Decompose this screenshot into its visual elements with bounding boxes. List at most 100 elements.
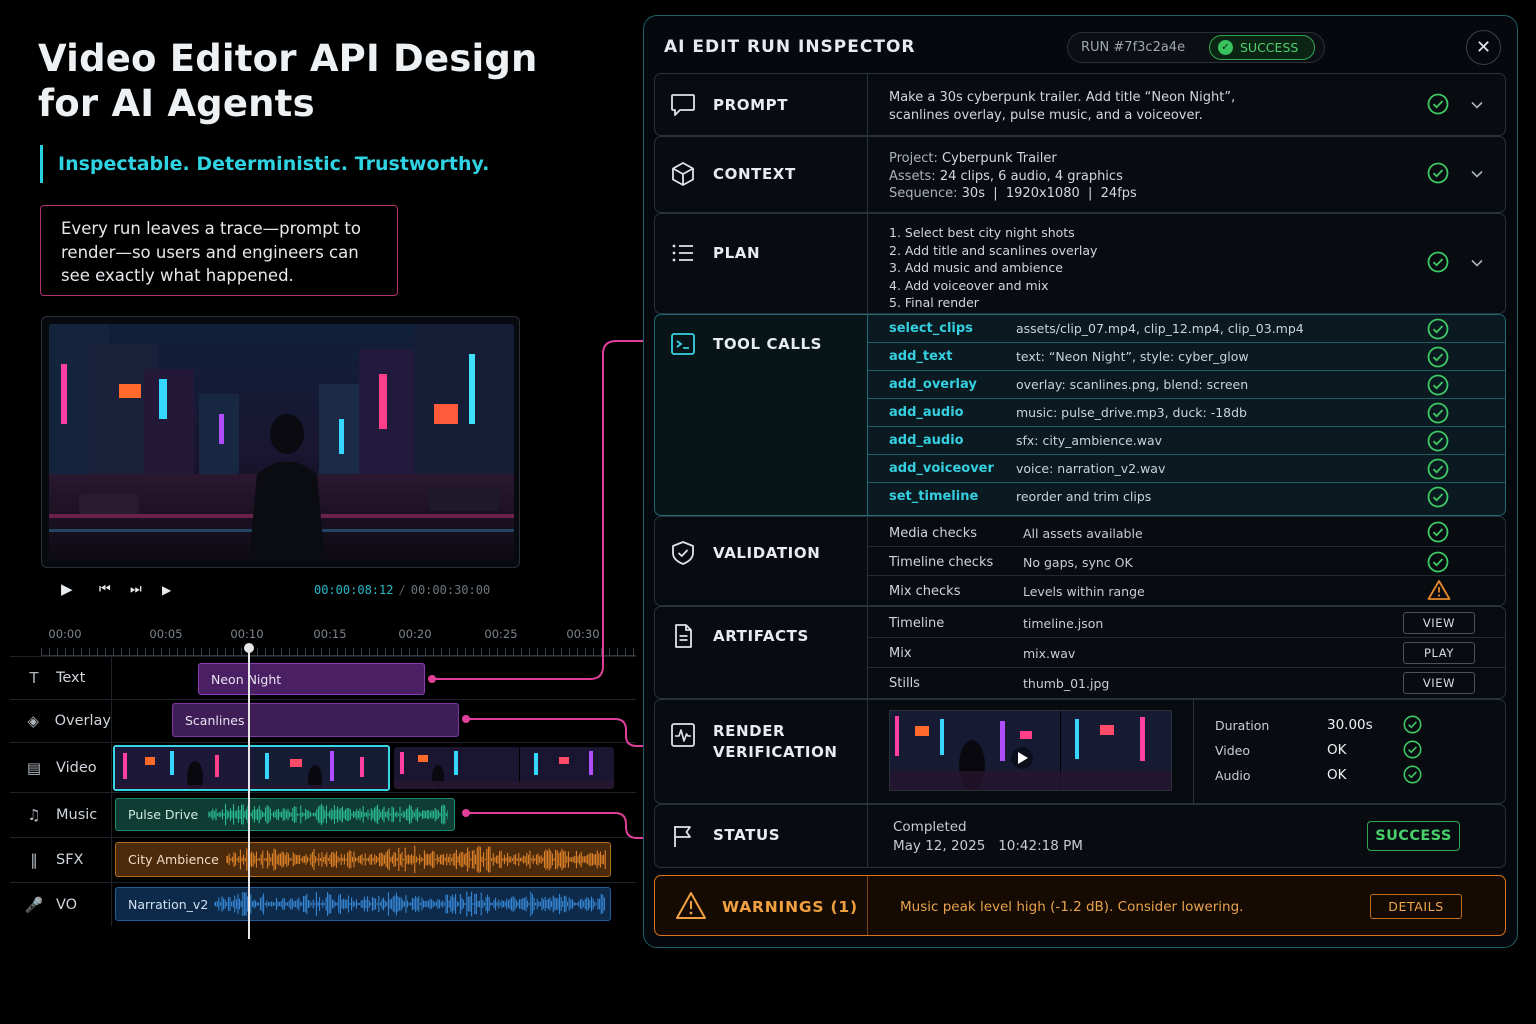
track-header[interactable]: 🎤VO — [10, 883, 112, 926]
skip-back-icon[interactable]: ⏮ — [99, 582, 111, 597]
artifact-name: Stills — [889, 676, 920, 691]
ruler-tick: 00:05 — [149, 627, 183, 641]
track-header[interactable]: ▤Video — [10, 743, 112, 792]
artifact-name: Mix — [889, 646, 912, 661]
tool-args: voice: narration_v2.wav — [1016, 461, 1166, 476]
render-metric-value: OK — [1327, 767, 1347, 783]
render-metric-name: Duration — [1215, 718, 1270, 733]
shield-check-icon — [672, 541, 694, 565]
tool-name: add_audio — [889, 433, 964, 448]
check-name: Media checks — [889, 526, 978, 541]
page-title-line2: for AI Agents — [38, 82, 315, 125]
chevron-down-icon[interactable] — [1470, 98, 1484, 112]
warning-triangle-icon — [1427, 580, 1451, 600]
track-sfx: ‖SFX City Ambience — [10, 837, 636, 882]
check-result: Levels within range — [1023, 584, 1145, 599]
details-button[interactable]: DETAILS — [1370, 894, 1462, 919]
check-circle-icon — [1427, 318, 1449, 340]
section-label: VALIDATION — [713, 544, 821, 562]
artifact-file: mix.wav — [1023, 646, 1076, 661]
section-context[interactable]: CONTEXT Project: Cyberpunk Trailer Asset… — [654, 136, 1506, 213]
timeline-ruler[interactable]: 00:00 00:05 00:10 00:15 00:20 00:25 00:3… — [41, 622, 636, 656]
artifact-file: thumb_01.jpg — [1023, 676, 1110, 691]
chat-bubble-icon — [671, 94, 695, 116]
run-status-badge: ✓ SUCCESS — [1209, 35, 1315, 60]
video-clip-2[interactable] — [394, 747, 614, 789]
check-circle-icon — [1427, 374, 1449, 396]
chevron-down-icon[interactable] — [1470, 167, 1484, 181]
playhead[interactable] — [244, 643, 254, 939]
section-label: ARTIFACTS — [713, 627, 809, 645]
track-header[interactable]: ‖SFX — [10, 838, 112, 882]
check-circle-icon — [1427, 251, 1449, 273]
tool-args: assets/clip_07.mp4, clip_12.mp4, clip_03… — [1016, 321, 1304, 336]
run-status-label: SUCCESS — [1240, 40, 1299, 55]
warning-triangle-icon — [676, 892, 706, 919]
context-value: 24 clips, 6 audio, 4 graphics — [939, 168, 1123, 184]
chevron-down-icon[interactable] — [1470, 256, 1484, 270]
prompt-line: Make a 30s cyberpunk trailer. Add title … — [889, 90, 1236, 105]
ruler-tick: 00:20 — [398, 627, 432, 641]
context-value: Cyberpunk Trailer — [942, 151, 1057, 166]
run-id-pill: RUN #7f3c2a4e ✓ SUCCESS — [1067, 32, 1325, 63]
view-button[interactable]: VIEW — [1403, 672, 1475, 694]
track-label: VO — [56, 896, 78, 913]
inspector-title: AI EDIT RUN INSPECTOR — [664, 37, 916, 57]
context-key: Project: — [889, 151, 938, 166]
section-plan[interactable]: PLAN 1. Select best city night shots 2. … — [654, 213, 1506, 314]
track-header[interactable]: ◈Overlay — [10, 700, 112, 742]
artifact-row: Stills thumb_01.jpg VIEW — [868, 668, 1505, 698]
text-icon: T — [29, 669, 39, 687]
tool-name: add_audio — [889, 405, 964, 420]
total-time: 00:00:30:00 — [410, 583, 491, 597]
prompt-text: Make a 30s cyberpunk trailer. Add title … — [889, 89, 1235, 124]
video-clip-1[interactable] — [113, 745, 390, 791]
music-waveform — [208, 803, 448, 826]
clip-pulse-drive[interactable]: Pulse Drive — [115, 798, 455, 831]
plan-step: 1. Select best city night shots — [889, 225, 1075, 240]
section-header: TOOL CALLS — [655, 315, 868, 515]
next-frame-icon[interactable]: ▶ — [162, 583, 172, 597]
section-status[interactable]: STATUS Completed May 12, 2025 10:42:18 P… — [654, 804, 1506, 868]
view-button[interactable]: VIEW — [1403, 612, 1475, 634]
tool-args: sfx: city_ambience.wav — [1016, 433, 1163, 448]
track-overlay: ◈Overlay Scanlines — [10, 699, 636, 742]
render-preview-thumbnail[interactable] — [889, 710, 1172, 791]
section-warnings[interactable]: WARNINGS (1) Music peak level high (-1.2… — [654, 875, 1506, 936]
clip-city-ambience[interactable]: City Ambience — [115, 842, 611, 877]
play-button[interactable]: PLAY — [1403, 642, 1475, 664]
run-inspector-panel: AI EDIT RUN INSPECTOR RUN #7f3c2a4e ✓ SU… — [643, 15, 1518, 948]
play-icon[interactable]: ▶ — [61, 580, 73, 598]
close-button[interactable]: ✕ — [1466, 30, 1501, 65]
clip-narration[interactable]: Narration_v2 — [115, 887, 611, 921]
status-details: Completed May 12, 2025 10:42:18 PM — [893, 818, 1083, 856]
clip-neon-night[interactable]: Neon Night — [198, 663, 425, 695]
track-label: Music — [56, 807, 98, 823]
section-prompt[interactable]: PROMPT Make a 30s cyberpunk trailer. Add… — [654, 73, 1506, 136]
context-details: Project: Cyberpunk Trailer Assets: 24 cl… — [889, 150, 1137, 203]
video-preview[interactable] — [41, 316, 520, 568]
context-key: Assets: — [889, 168, 936, 184]
ruler-tick: 00:15 — [313, 627, 347, 641]
check-circle-icon — [1427, 521, 1449, 543]
clip-scanlines[interactable]: Scanlines — [172, 703, 459, 737]
skip-forward-icon[interactable]: ⏭ — [130, 582, 142, 597]
check-circle-icon — [1427, 430, 1449, 452]
tool-call-row[interactable]: add_audio sfx: city_ambience.wav — [868, 427, 1505, 455]
track-header[interactable]: ♫Music — [10, 793, 112, 837]
status-state: Completed — [893, 819, 967, 835]
